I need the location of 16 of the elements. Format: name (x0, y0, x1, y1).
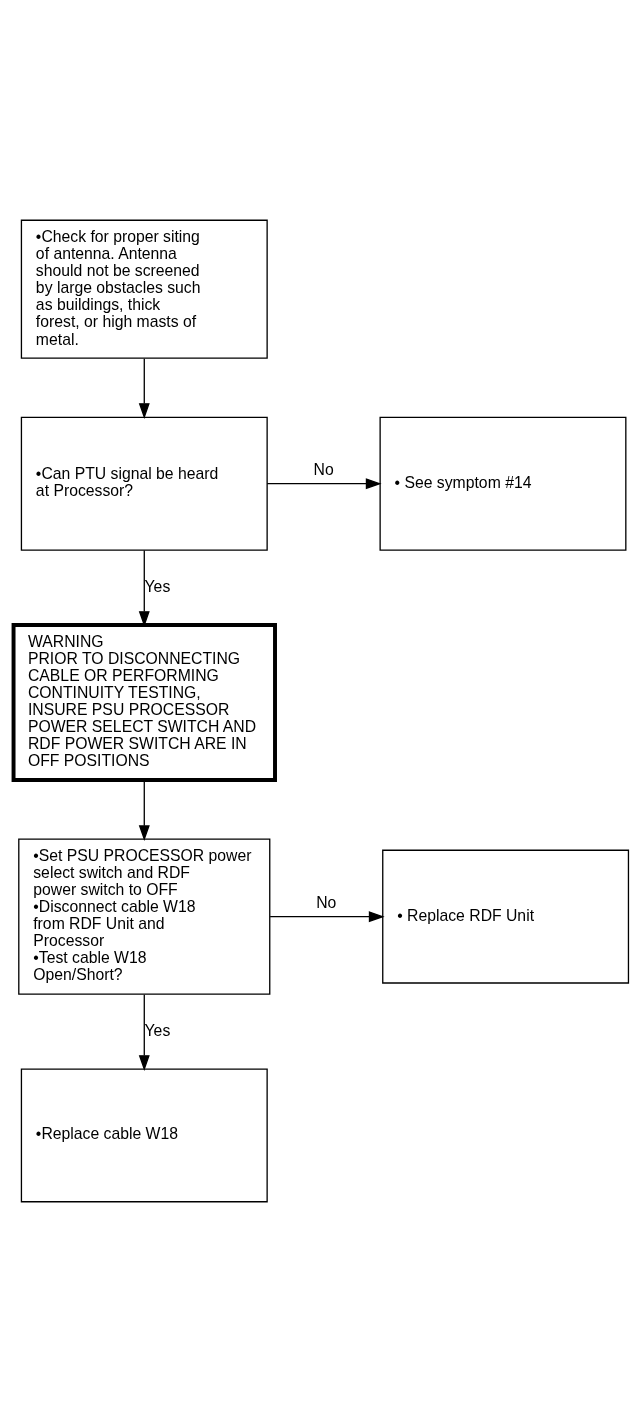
arrow (138, 357, 150, 419)
arrow (269, 910, 385, 922)
edge-label: No (316, 893, 337, 911)
node-box: •Can PTU signal be heard at Processor? (20, 416, 268, 551)
node-box: •Replace cable W18 (20, 1067, 268, 1202)
node-box: •Check for proper siting of antenna. Antenna should not be screened by large obstacles such as buildings, thick forest, or high masts of metal. (20, 219, 268, 359)
edge-label: No (313, 460, 334, 478)
edge-label: Yes (144, 1021, 171, 1039)
node-box: • See symptom #14 (379, 416, 627, 551)
node-box: • Replace RDF Unit (382, 849, 630, 984)
arrow (138, 779, 150, 841)
arrow (266, 477, 382, 489)
node-box: WARNING PRIOR TO DISCONNECTING CABLE OR PERFORMING CONTINUITY TESTING, INSURE PSU PROCESSOR POWER SELECT SWITCH AND RDF POWER SWITCH ARE IN OFF POSITIONS (11, 622, 277, 782)
node-box: •Set PSU PROCESSOR power select switch and RDF power switch to OFF •Disconnect cable W18 from RDF Unit and Processor •Test cable W18 Open/Short? (18, 837, 271, 995)
arrow (138, 993, 150, 1071)
edge-label: Yes (144, 577, 171, 595)
